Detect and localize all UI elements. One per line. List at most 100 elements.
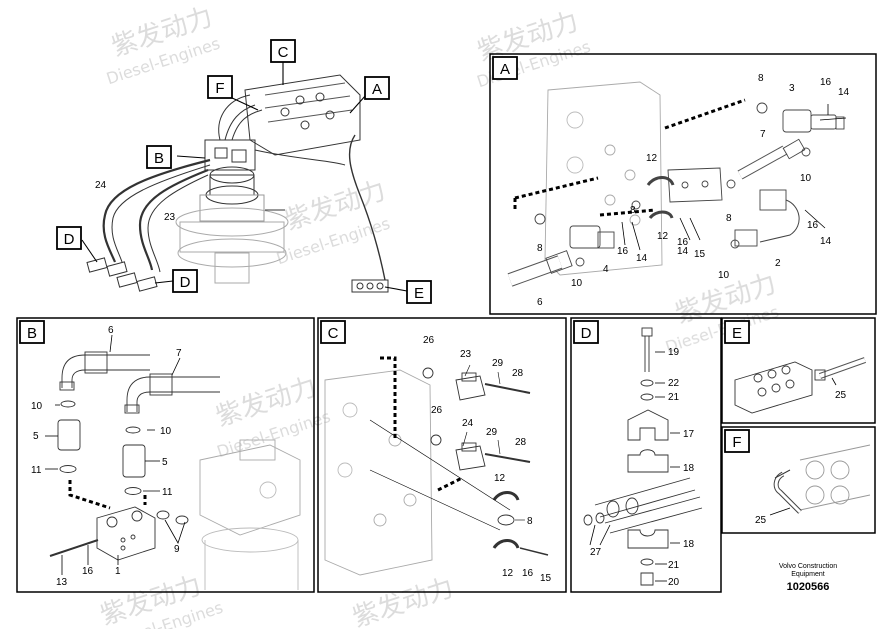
svg-text:F: F <box>215 80 224 97</box>
callout: 3 <box>789 83 795 94</box>
svg-text:C: C <box>278 44 289 61</box>
callout: 10 <box>800 173 812 184</box>
callout: 8 <box>726 213 732 224</box>
callout: 15 <box>694 249 706 260</box>
callout: 25 <box>835 390 847 401</box>
callout: 15 <box>540 573 552 584</box>
callout: 18 <box>683 463 695 474</box>
callout: 20 <box>668 577 680 588</box>
callout: 19 <box>668 347 680 358</box>
callout: 14 <box>820 236 832 247</box>
callout: 1 <box>115 566 121 577</box>
label-b: B <box>146 145 172 169</box>
callout: 17 <box>683 429 695 440</box>
footer-line1: Volvo Construction <box>779 563 837 570</box>
footer-line2: Equipment <box>791 571 825 578</box>
callout: 14 <box>838 87 850 98</box>
callout: 7 <box>760 129 766 140</box>
svg-text:B: B <box>154 150 164 167</box>
label-f: F <box>207 75 233 99</box>
callout: 16 <box>807 220 819 231</box>
panel-letter: B <box>27 325 37 342</box>
callouts-d: 19 22 21 17 18 27 21 18 20 <box>590 347 695 588</box>
label-e: E <box>406 280 432 304</box>
callout-24: 24 <box>95 180 107 191</box>
callout: 16 <box>820 77 832 88</box>
panel-f: F 25 <box>721 426 876 534</box>
callout: 2 <box>775 258 781 269</box>
callout: 11 <box>162 487 173 498</box>
callouts-b: 6 7 10 10 5 5 11 11 9 13 16 1 <box>31 325 182 588</box>
callout: 14 <box>636 253 648 264</box>
panel-letter: C <box>328 325 339 342</box>
callout: 12 <box>502 568 514 579</box>
callout: 12 <box>494 473 506 484</box>
callout: 25 <box>755 515 767 526</box>
callout: 8 <box>758 73 764 84</box>
callout: 12 <box>657 231 669 242</box>
svg-text:E: E <box>414 285 424 302</box>
watermark-layer: 紫发动力 Diesel-Engines 紫发动力 Diesel-Engines … <box>97 2 781 629</box>
callout: 28 <box>512 368 524 379</box>
callout: 10 <box>31 401 43 412</box>
callout: 16 <box>82 566 94 577</box>
panel-letter: F <box>732 434 741 451</box>
callout-23: 23 <box>164 212 176 223</box>
svg-text:A: A <box>372 81 382 98</box>
svg-text:D: D <box>180 274 191 291</box>
overview-leaders <box>81 62 408 292</box>
callout: 28 <box>515 437 527 448</box>
callout: 18 <box>683 539 695 550</box>
callout: 29 <box>486 427 498 438</box>
callout: 16 <box>617 246 629 257</box>
callout: 13 <box>56 577 68 588</box>
callout: 10 <box>571 278 583 289</box>
panel-letter: D <box>581 325 592 342</box>
callout: 24 <box>462 418 474 429</box>
label-a: A <box>364 76 390 100</box>
callouts-c: 26 23 29 28 26 24 29 28 12 8 12 16 15 <box>423 335 552 584</box>
svg-text:D: D <box>64 231 75 248</box>
callout: 23 <box>460 349 472 360</box>
callout: 8 <box>537 243 543 254</box>
label-d: D <box>172 269 198 293</box>
callout: 12 <box>646 153 658 164</box>
panel-d: D <box>570 317 722 593</box>
callout: 26 <box>431 405 443 416</box>
callout: 6 <box>108 325 114 336</box>
callout: 11 <box>31 465 42 476</box>
callout: 5 <box>162 457 168 468</box>
drawing-code: 1020566 <box>787 581 830 593</box>
callout: 26 <box>423 335 435 346</box>
panel-c: C <box>317 317 567 593</box>
callout: 21 <box>668 392 680 403</box>
callout: 10 <box>718 270 730 281</box>
panel-e: E 25 <box>721 317 876 424</box>
callout: 8 <box>527 516 533 527</box>
watermark-cn: 紫发动力 <box>349 573 457 629</box>
overview-drawing <box>86 74 389 293</box>
callout: 8 <box>630 205 636 216</box>
overview-labels: C F A B D D E 24 23 <box>56 39 432 304</box>
callout: 16 <box>677 237 689 248</box>
callout: 10 <box>160 426 172 437</box>
callout: 7 <box>176 348 182 359</box>
callout: 14 <box>677 246 689 257</box>
callout: 29 <box>492 358 504 369</box>
callout: 5 <box>33 431 39 442</box>
panel-b: B <box>16 317 315 593</box>
callout: 16 <box>522 568 534 579</box>
callout: 9 <box>174 544 180 555</box>
callout: 22 <box>668 378 680 389</box>
footer: Volvo Construction Equipment 1020566 <box>779 563 837 593</box>
panel-a: A <box>489 53 877 315</box>
callout: 21 <box>668 560 680 571</box>
label-c: C <box>270 39 296 63</box>
callout: 27 <box>590 547 602 558</box>
panel-letter: E <box>732 325 742 342</box>
callout: 6 <box>537 297 543 308</box>
panel-letter: A <box>500 61 510 78</box>
label-d: D <box>56 226 82 250</box>
callout: 4 <box>603 264 609 275</box>
